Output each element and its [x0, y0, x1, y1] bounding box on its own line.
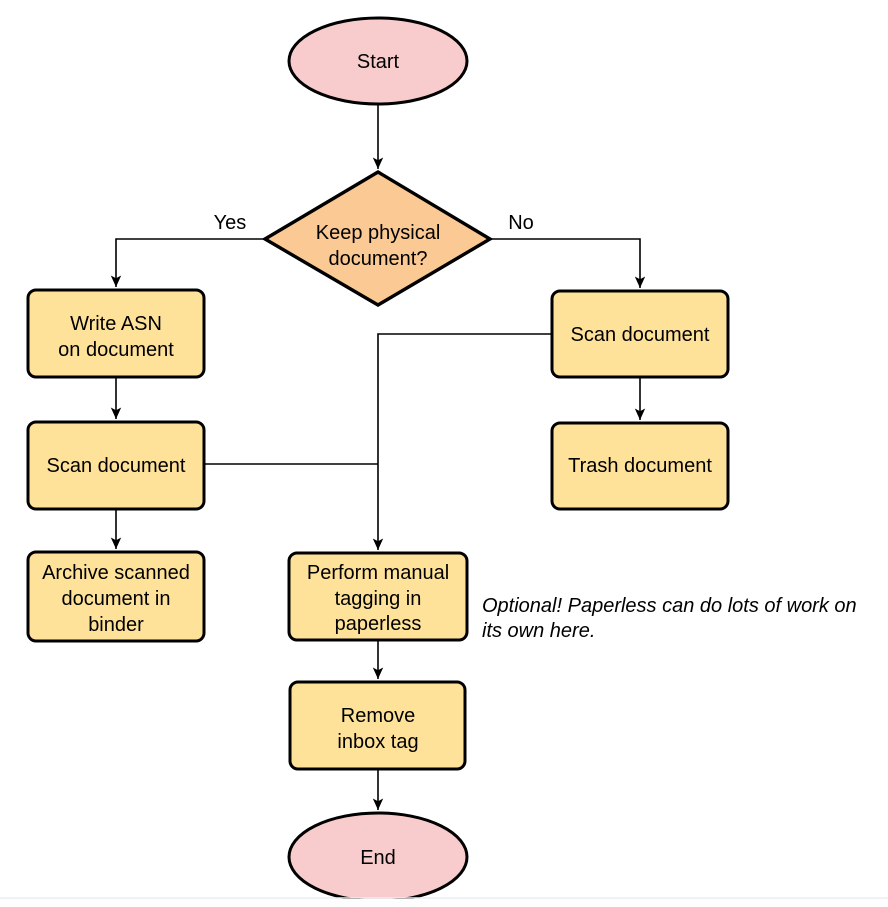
node-archive-in-binder: Archive scanned document in binder [26, 550, 206, 643]
decision-label-line2: document? [329, 248, 428, 270]
tagging-label-line2: tagging in [335, 588, 422, 610]
node-start: Start [287, 16, 469, 106]
page-bottom-strip [0, 899, 888, 907]
edges [110, 105, 646, 810]
annotation-line2: its own here. [482, 620, 595, 642]
scan-right-box [550, 289, 730, 379]
scan-right-label: Scan document [571, 324, 710, 346]
trash-label: Trash document [568, 455, 712, 477]
remove-inbox-box [288, 680, 467, 771]
end-label: End [360, 847, 396, 869]
write-asn-label-line1: Write ASN [70, 313, 162, 335]
archive-label-line1: Archive scanned [42, 562, 190, 584]
archive-label-line3: binder [88, 614, 144, 636]
tagging-label-line1: Perform manual [307, 562, 449, 584]
node-decision-keep-physical: Keep physical document? [261, 170, 494, 307]
decision-label-line1: Keep physical [316, 222, 441, 244]
edge-decision-no-to-scan-right [489, 238, 646, 288]
scan-left-box [26, 420, 206, 511]
remove-inbox-label-line2: inbox tag [337, 731, 418, 753]
edge-scan-right-to-tagging [372, 333, 552, 550]
write-asn-box [26, 288, 206, 379]
node-end: End [287, 811, 469, 903]
edge-decision-yes-to-write-asn [110, 238, 266, 287]
write-asn-label-line2: on document [58, 339, 174, 361]
annotation-optional-note: Optional! Paperless can do lots of work … [482, 595, 857, 642]
node-write-asn: Write ASN on document [26, 288, 206, 379]
start-ellipse [287, 16, 469, 106]
edge-label-no: No [508, 212, 534, 234]
annotation-line1: Optional! Paperless can do lots of work … [482, 595, 857, 617]
tagging-box [287, 551, 469, 642]
archive-label-line2: document in [62, 588, 171, 610]
decision-diamond [261, 170, 494, 307]
remove-inbox-label-line1: Remove [341, 705, 415, 727]
tagging-label-line3: paperless [335, 613, 422, 635]
page-bottom-edge [0, 897, 888, 907]
archive-box [26, 550, 206, 643]
node-remove-inbox-tag: Remove inbox tag [288, 680, 467, 771]
node-scan-document-left: Scan document [26, 420, 206, 511]
node-scan-document-right: Scan document [550, 289, 730, 379]
scan-left-label: Scan document [47, 455, 186, 477]
node-trash-document: Trash document [550, 421, 730, 511]
start-label: Start [357, 51, 400, 73]
trash-box [550, 421, 730, 511]
edge-label-yes: Yes [214, 212, 247, 234]
node-manual-tagging: Perform manual tagging in paperless [287, 551, 469, 642]
